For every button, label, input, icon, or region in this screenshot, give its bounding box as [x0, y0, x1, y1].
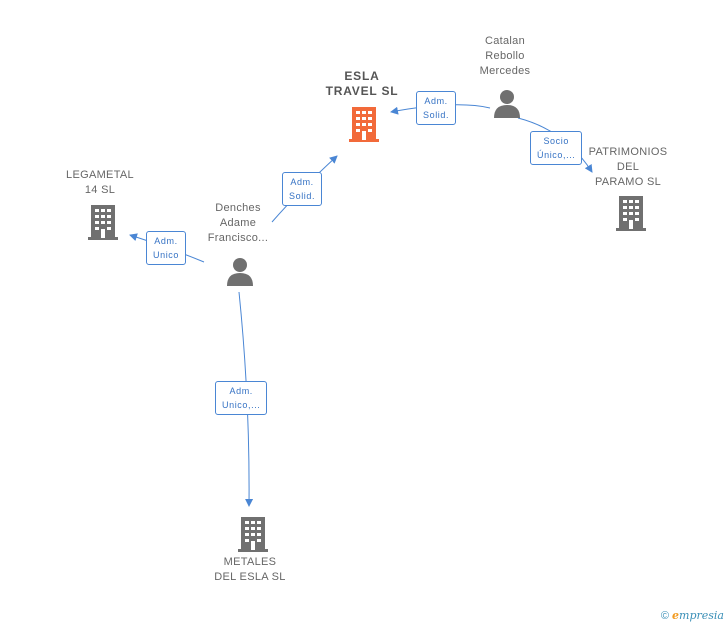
esla-travel-label-line-2: TRAVEL SL	[325, 84, 399, 98]
denches-label-line-2: Adame	[219, 217, 257, 229]
edge-label-catalan-patrimonios[interactable]: Socio Único,...	[530, 131, 583, 165]
edge-label-line: Solid.	[289, 191, 316, 201]
edge-label-catalan-esla[interactable]: Adm. Solid.	[416, 91, 457, 125]
patrimonios-label: PATRIMONIOS DEL PARAMO SL	[589, 145, 668, 190]
edge-label-line: Adm.	[424, 96, 448, 106]
building-icon[interactable]	[86, 202, 120, 240]
edge-label-line: Adm.	[229, 386, 253, 396]
catalan-label-line-2: Rebollo	[485, 50, 525, 62]
edge-label-line: Único,...	[537, 150, 576, 160]
building-icon[interactable]	[236, 514, 270, 552]
catalan-label-line-1: Catalan	[484, 35, 526, 47]
copyright-icon: ©	[660, 610, 669, 622]
edge-label-line: Unico	[153, 250, 180, 260]
legametal-label-line-2: 14 SL	[84, 184, 116, 196]
brand-initial: e	[672, 609, 680, 622]
denches-label-line-3: Francisco...	[207, 232, 269, 244]
denches-label: Denches Adame Francisco...	[208, 201, 268, 246]
edge-label-denches-esla[interactable]: Adm. Solid.	[282, 172, 323, 206]
catalan-label-line-3: Mercedes	[479, 65, 531, 77]
catalan-label: Catalan Rebollo Mercedes	[480, 34, 531, 79]
person-icon[interactable]	[225, 256, 255, 286]
edge-label-denches-legametal[interactable]: Adm. Unico	[146, 231, 187, 265]
edge-label-line: Adm.	[154, 236, 178, 246]
patrimonios-label-line-2: DEL	[616, 161, 640, 173]
legametal-label-line-1: LEGAMETAL	[66, 169, 134, 181]
brand-rest: mpresia	[679, 609, 724, 622]
person-icon[interactable]	[492, 88, 522, 118]
empresia-logo[interactable]: empresia	[672, 609, 724, 622]
edge-label-line: Unico,...	[222, 400, 261, 410]
building-icon[interactable]	[614, 193, 648, 231]
esla-travel-label: ESLA TRAVEL SL	[326, 69, 399, 99]
metales-label: METALES DEL ESLA SL	[214, 555, 285, 585]
metales-label-line-1: METALES	[223, 556, 277, 568]
patrimonios-label-line-1: PATRIMONIOS	[588, 146, 668, 158]
edge-label-denches-metales[interactable]: Adm. Unico,...	[215, 381, 268, 415]
esla-travel-label-line-1: ESLA	[344, 69, 380, 83]
denches-label-line-1: Denches	[215, 202, 261, 214]
edge-label-line: Adm.	[290, 177, 314, 187]
metales-label-line-2: DEL ESLA SL	[214, 571, 286, 583]
building-icon[interactable]	[347, 104, 381, 142]
footer-brand: © empresia	[661, 609, 724, 622]
edge-label-line: Socio	[543, 136, 569, 146]
edge-label-line: Solid.	[423, 110, 450, 120]
legametal-label: LEGAMETAL 14 SL	[66, 168, 134, 198]
patrimonios-label-line-3: PARAMO SL	[594, 176, 662, 188]
